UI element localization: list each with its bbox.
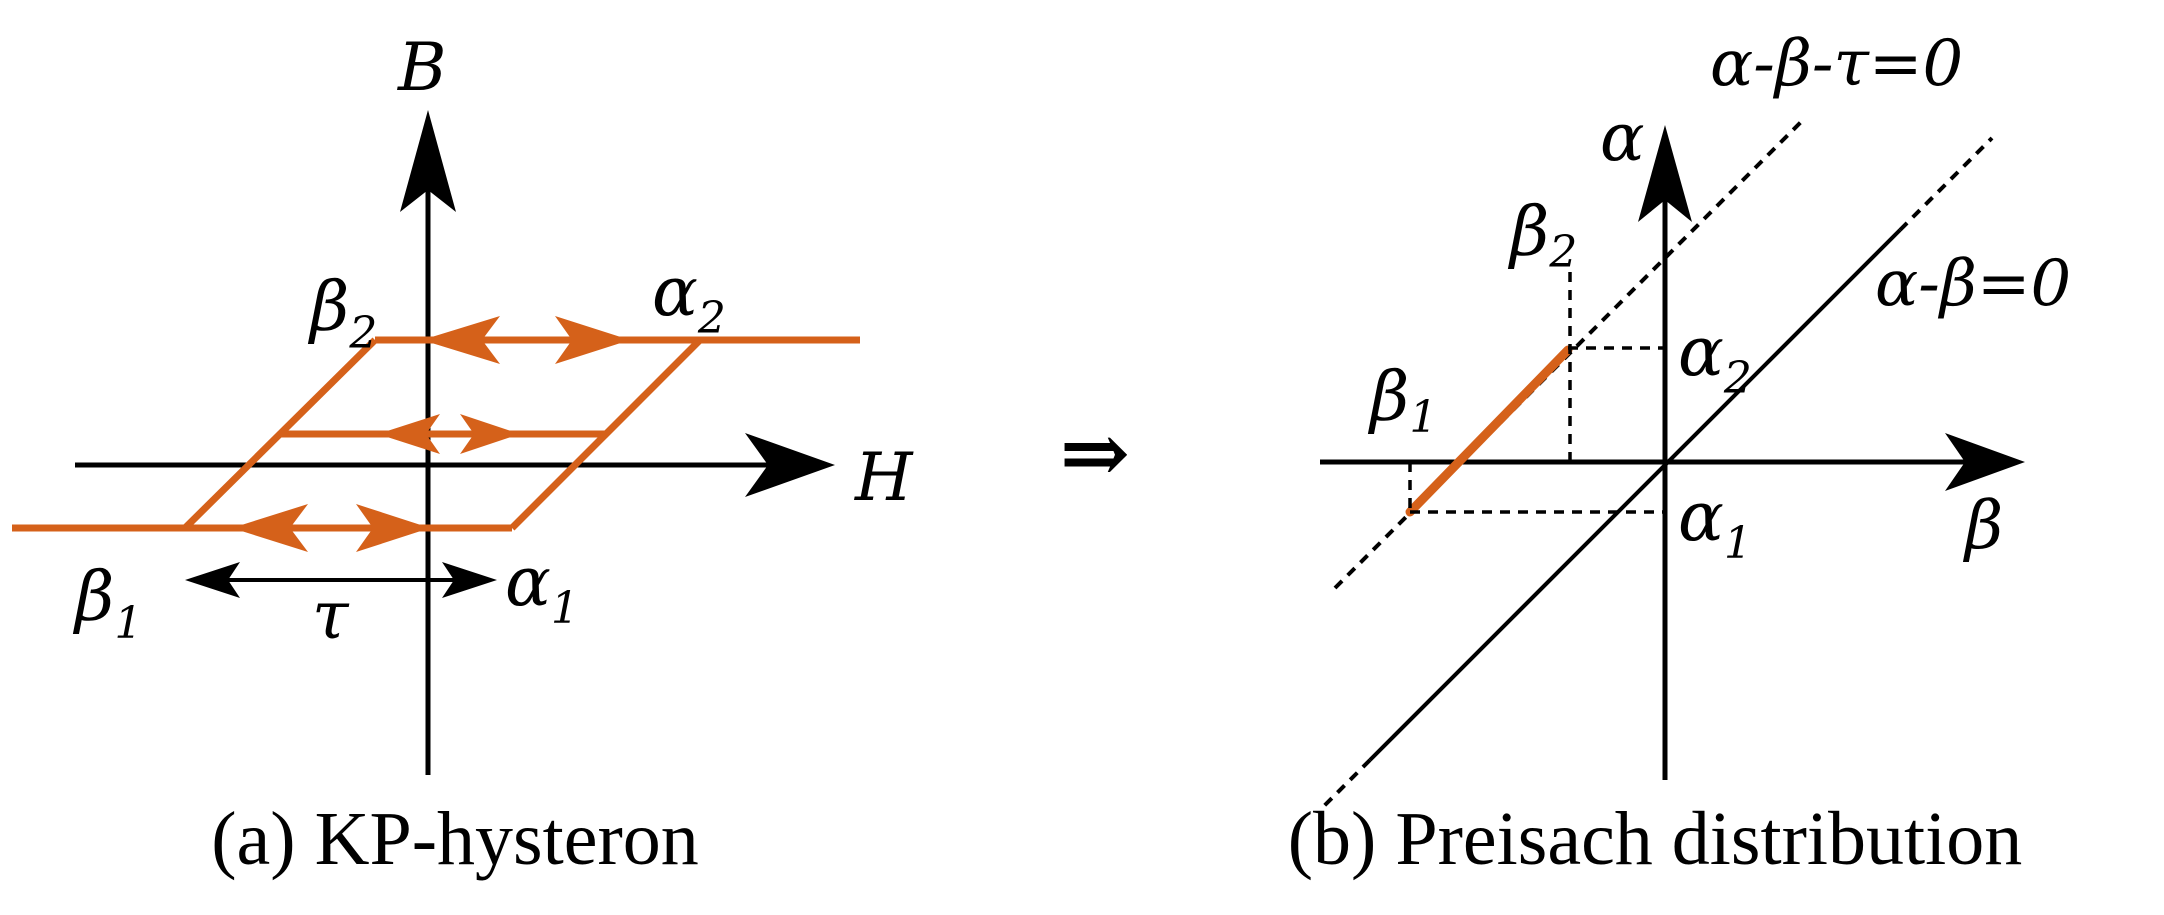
beta2-label: β2	[307, 268, 377, 359]
arrow-bottom-left	[232, 504, 308, 552]
implies-arrow: ⇒	[1060, 408, 1130, 501]
alpha1-label-b: α1	[1678, 478, 1752, 569]
arrow-mid-right	[460, 414, 520, 454]
panel-a: B H β2 α2 β1 α1 τ (a) KP-hysteron	[12, 29, 914, 881]
caption-b: (b) Preisach distribution	[1288, 797, 2023, 881]
hysteresis-loops	[12, 336, 860, 532]
diagonal-line-dashed-high	[1898, 136, 1994, 232]
alpha-axis-label: α	[1600, 99, 1645, 176]
beta2-label-b: β2	[1507, 193, 1577, 278]
diagonal-line-solid	[1368, 228, 1902, 762]
b-axis-arrowhead	[400, 110, 456, 212]
h-axis-label: H	[854, 439, 914, 516]
b-axis-label: B	[397, 29, 447, 106]
arrow-bottom-right	[356, 504, 430, 552]
beta-axis-label: β	[1962, 487, 2003, 564]
branch-arrows	[232, 316, 630, 552]
tau-label: τ	[312, 577, 350, 654]
beta1-label-b: β1	[1367, 358, 1437, 443]
beta-axis-arrowhead	[1945, 433, 2025, 491]
h-axis-arrowhead	[745, 433, 835, 497]
arrow-mid-left	[378, 414, 440, 454]
alpha-axis-arrowhead	[1638, 125, 1692, 222]
alpha1-label: α1	[505, 543, 579, 634]
diagonal-line-label: α-β=0	[1875, 247, 2071, 321]
caption-a: (a) KP-hysteron	[211, 797, 699, 881]
tau-line-label: α-β-τ=0	[1710, 27, 1963, 101]
arrow-top-right	[555, 316, 630, 364]
alpha2-label: α2	[652, 253, 726, 344]
right-rising-edge	[509, 337, 703, 531]
tau-arrow-left	[185, 562, 240, 598]
arrow-top-left	[422, 316, 500, 364]
alpha2-label-b: α2	[1678, 313, 1752, 404]
panel-b: α β α-β-τ=0 α-β=0 β2 α2 β1 α1 (b) Preisa…	[1288, 27, 2071, 881]
projection-lines	[1408, 272, 1665, 514]
hysteron-segment	[1405, 345, 1573, 517]
diagonal-line-dashed-low	[1318, 758, 1372, 812]
beta1-label: β1	[72, 558, 142, 649]
tau-arrow-right	[442, 562, 497, 598]
